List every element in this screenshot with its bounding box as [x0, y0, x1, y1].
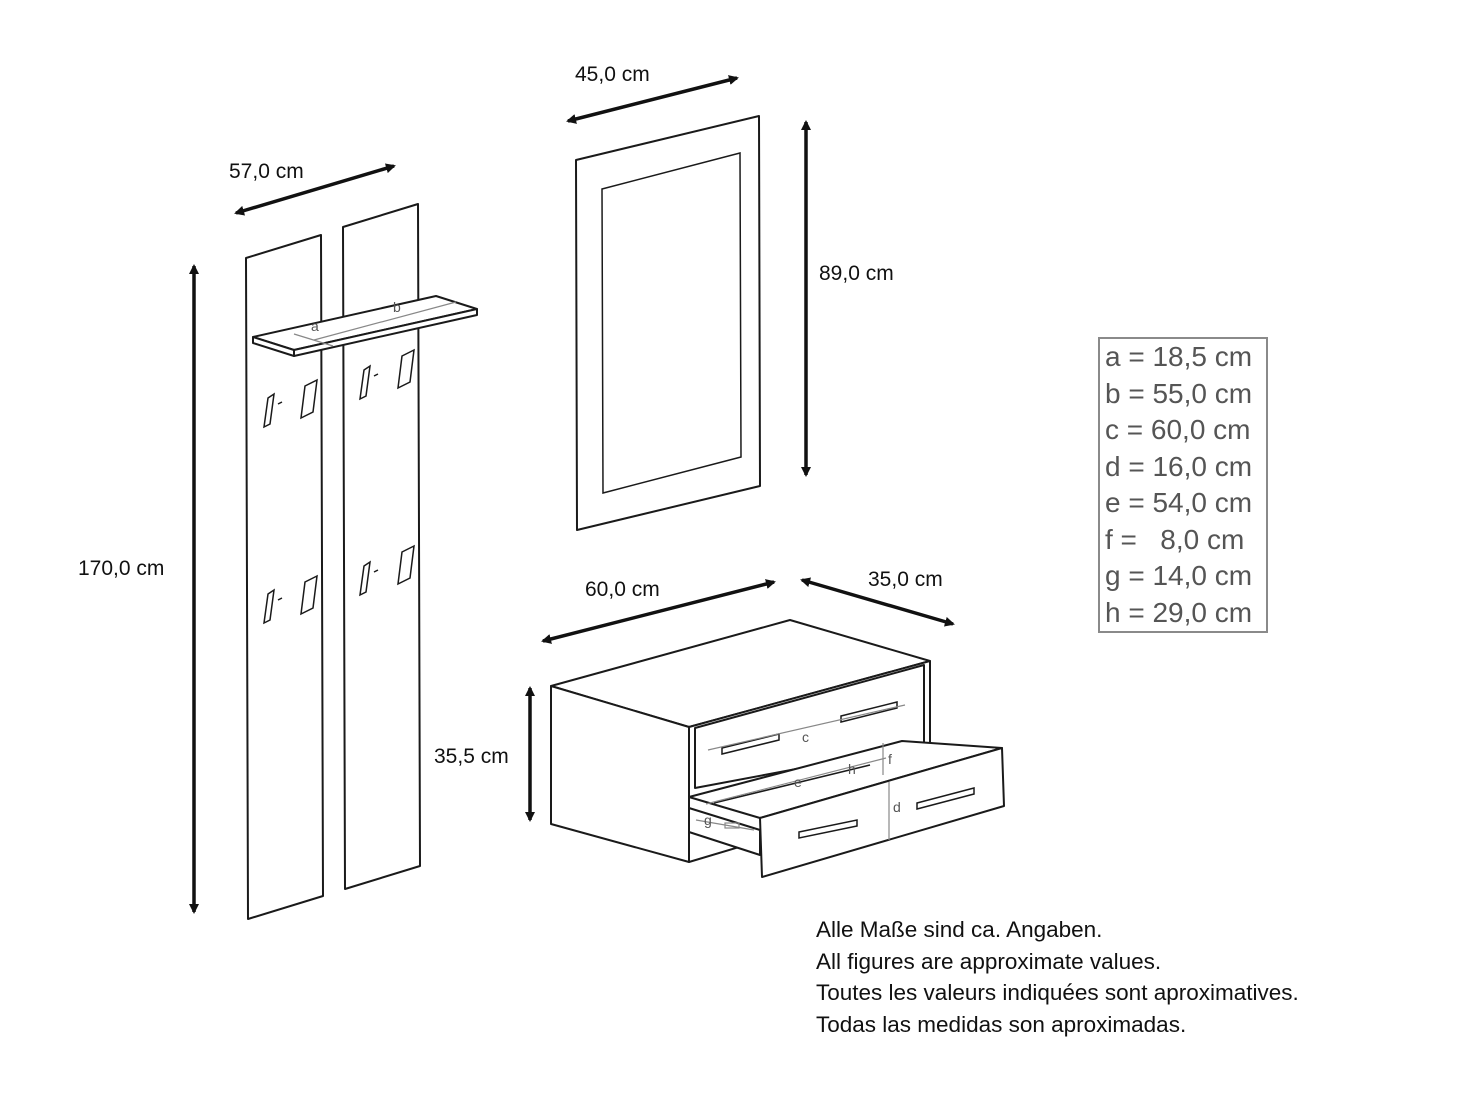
coat-hooks-left-bottom: [263, 574, 318, 625]
wardrobe-height-label: 170,0 cm: [78, 557, 164, 580]
legend-row-g: g = 14,0 cm: [1105, 560, 1253, 591]
label-a: a: [311, 318, 319, 334]
legend-row-b: b = 55,0 cm: [1105, 377, 1253, 409]
label-h: h: [848, 761, 856, 777]
wardrobe-width-label: 57,0 cm: [229, 160, 304, 183]
label-c: c: [802, 729, 809, 745]
legend-row-f: f = 8,0 cm: [1105, 523, 1245, 555]
approximation-notes: Alle Maße sind ca. Angaben. All figures …: [816, 914, 1446, 1040]
note-french: Toutes les valeurs indiquées sont aproxi…: [816, 980, 1299, 1005]
legend-row-c: c = 60,0 cm: [1105, 414, 1251, 445]
label-g: g: [704, 812, 712, 828]
legend-row-h: h = 29,0 cm: [1105, 596, 1253, 628]
cabinet-width-arrow: [541, 579, 776, 644]
mirror-height-label: 89,0 cm: [819, 262, 894, 285]
note-english: All figures are approximate values.: [816, 948, 1162, 974]
cabinet-width-label: 60,0 cm: [585, 578, 660, 601]
coat-hooks-left-top: [263, 378, 318, 429]
legend-row-e: e = 54,0 cm: [1105, 487, 1253, 518]
mirror-width-arrow: [566, 75, 739, 124]
note-german: Alle Maße sind ca. Angaben.: [816, 917, 1103, 942]
legend-row-a: a = 18,5 cm: [1105, 341, 1253, 372]
note-spanish: Todas las medidas son aproximadas.: [816, 1011, 1187, 1037]
cabinet-height-label: 35,5 cm: [434, 745, 509, 768]
shelf: [252, 295, 478, 357]
wall-panel-left: [245, 234, 324, 920]
cabinet-depth-label: 35,0 cm: [868, 568, 943, 591]
cabinet-depth-arrow: [800, 577, 955, 627]
coat-hooks-right-bottom: [359, 544, 415, 597]
label-e: e: [794, 774, 802, 790]
label-d: d: [893, 799, 901, 815]
label-b: b: [393, 299, 401, 315]
dimension-legend: a = 18,5 cm b = 55,0 cm c = 60,0 cm d = …: [1098, 337, 1268, 633]
label-f: f: [888, 751, 892, 767]
mirror-width-label: 45,0 cm: [575, 63, 650, 86]
wardrobe-width-arrow: [234, 163, 396, 216]
coat-hooks-right-top: [359, 348, 415, 401]
cabinet: [550, 619, 1005, 878]
mirror: [575, 115, 761, 531]
legend-row-d: d = 16,0 cm: [1105, 450, 1253, 482]
